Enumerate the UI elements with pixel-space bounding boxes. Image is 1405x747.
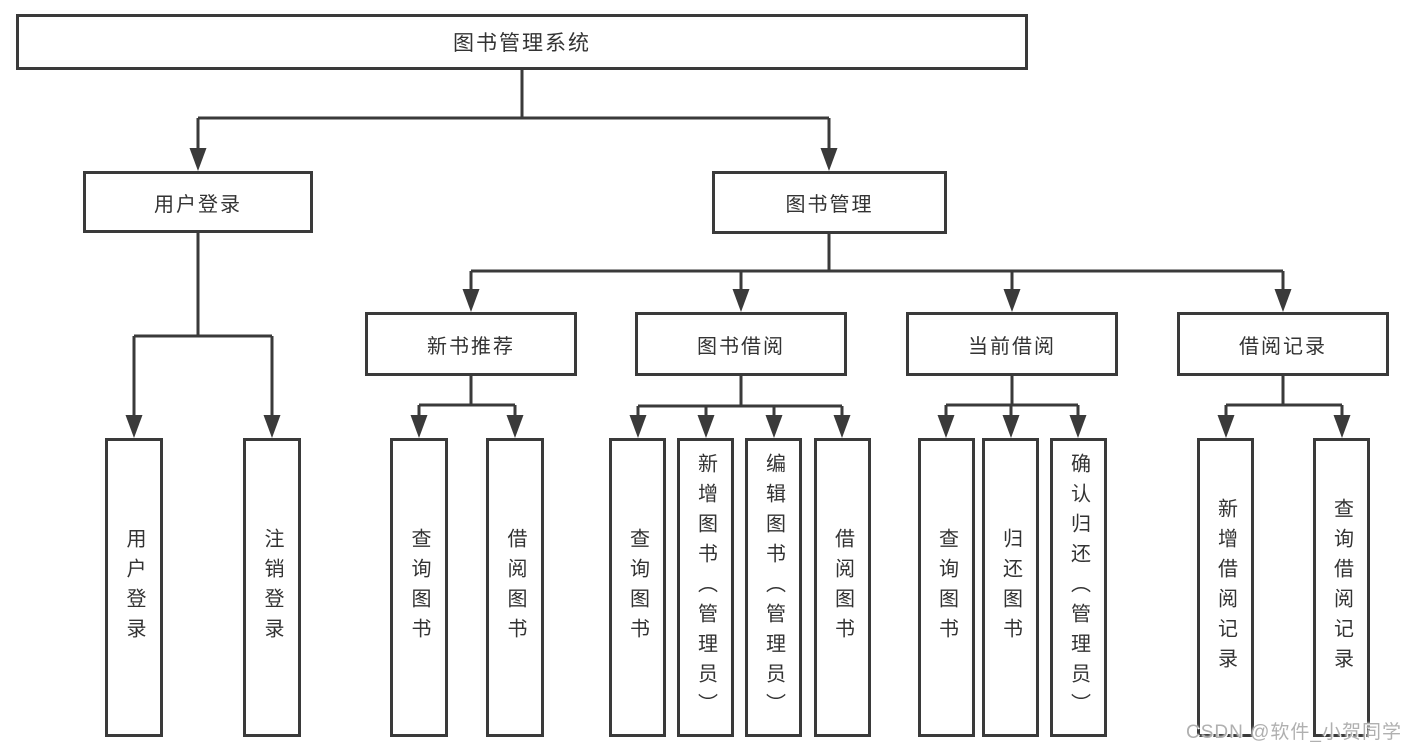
node-book-borrow: 图书借阅 xyxy=(635,312,847,376)
node-book-management-label: 图书管理 xyxy=(785,194,874,216)
node-root-label: 图书管理系统 xyxy=(453,32,591,55)
node-records-add-record: 新增借阅记录 xyxy=(1197,438,1254,737)
node-borrow-records: 借阅记录 xyxy=(1177,312,1389,376)
node-recommend-query-book: 查询图书 xyxy=(390,438,448,737)
node-current-confirm-return-admin: 确认归还（管理员） xyxy=(1050,438,1107,737)
node-new-book-recommend: 新书推荐 xyxy=(365,312,577,376)
node-borrow-edit-book-admin: 编辑图书（管理员） xyxy=(745,438,802,737)
node-current-borrow-label: 当前借阅 xyxy=(968,335,1056,358)
csdn-watermark: CSDN @软件_小贺同学 xyxy=(1186,722,1402,743)
node-current-return-book: 归还图书 xyxy=(982,438,1039,737)
node-borrow-borrow-book: 借阅图书 xyxy=(814,438,871,737)
node-recommend-borrow-book: 借阅图书 xyxy=(486,438,544,737)
node-root: 图书管理系统 xyxy=(16,14,1028,70)
node-book-borrow-label: 图书借阅 xyxy=(697,335,785,358)
node-login-user-login: 用户登录 xyxy=(105,438,163,737)
node-user-login: 用户登录 xyxy=(83,171,313,233)
node-new-book-recommend-label: 新书推荐 xyxy=(427,335,515,358)
node-book-management: 图书管理 xyxy=(712,171,947,234)
node-records-query-record: 查询借阅记录 xyxy=(1313,438,1370,737)
node-borrow-records-label: 借阅记录 xyxy=(1239,335,1327,358)
node-current-query-book: 查询图书 xyxy=(918,438,975,737)
node-borrow-add-book-admin: 新增图书（管理员） xyxy=(677,438,734,737)
node-login-logout: 注销登录 xyxy=(243,438,301,737)
node-current-borrow: 当前借阅 xyxy=(906,312,1118,376)
node-user-login-label: 用户登录 xyxy=(154,193,242,216)
node-borrow-query-book: 查询图书 xyxy=(609,438,666,737)
